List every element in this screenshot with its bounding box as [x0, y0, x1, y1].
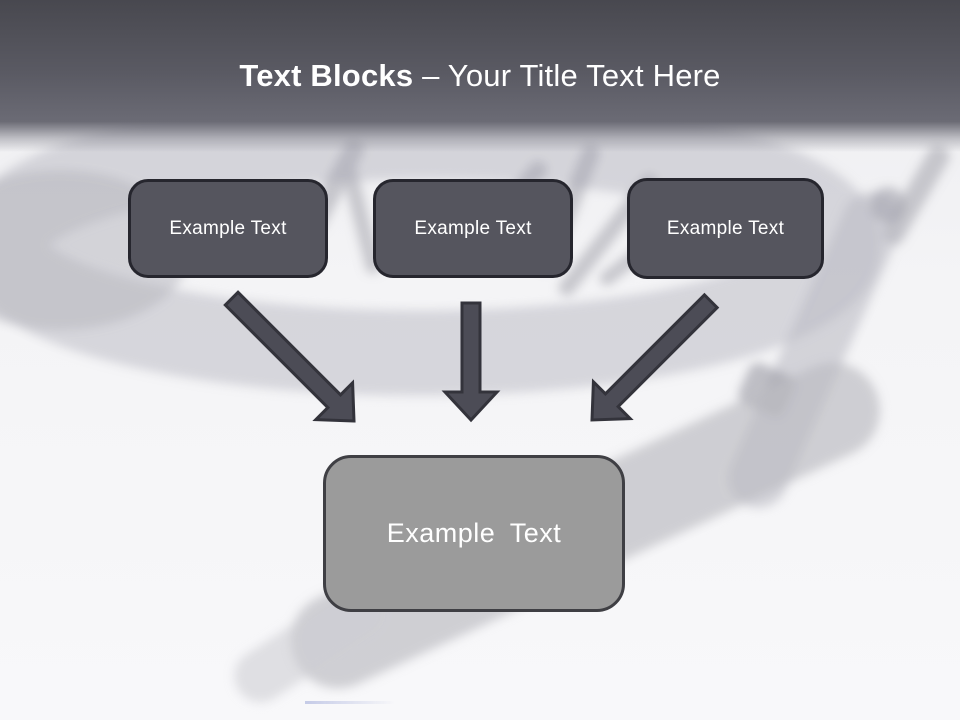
arrow-down-right-icon — [223, 290, 356, 423]
text-block-2-label: Example Text — [414, 217, 532, 239]
text-block-2: Example Text — [373, 179, 573, 278]
arrow-down-icon — [441, 301, 501, 423]
center-text-block: Example Text — [323, 455, 625, 612]
text-block-3-label: Example Text — [666, 217, 785, 239]
text-block-1: Example Text — [128, 179, 328, 278]
footer-accent-line — [305, 701, 395, 704]
arrow-down-left-icon — [590, 292, 720, 422]
title-separator: – — [413, 58, 448, 93]
title-subtitle: Your Title Text Here — [447, 58, 721, 93]
center-text-block-label: Example Text — [386, 518, 562, 548]
title-band — [0, 0, 960, 152]
text-block-3: Example Text — [627, 178, 824, 279]
text-block-1-label: Example Text — [169, 217, 287, 239]
title-emphasis: Text Blocks — [239, 58, 414, 93]
slide-title: Text Blocks – Your Title Text Here — [0, 56, 960, 96]
